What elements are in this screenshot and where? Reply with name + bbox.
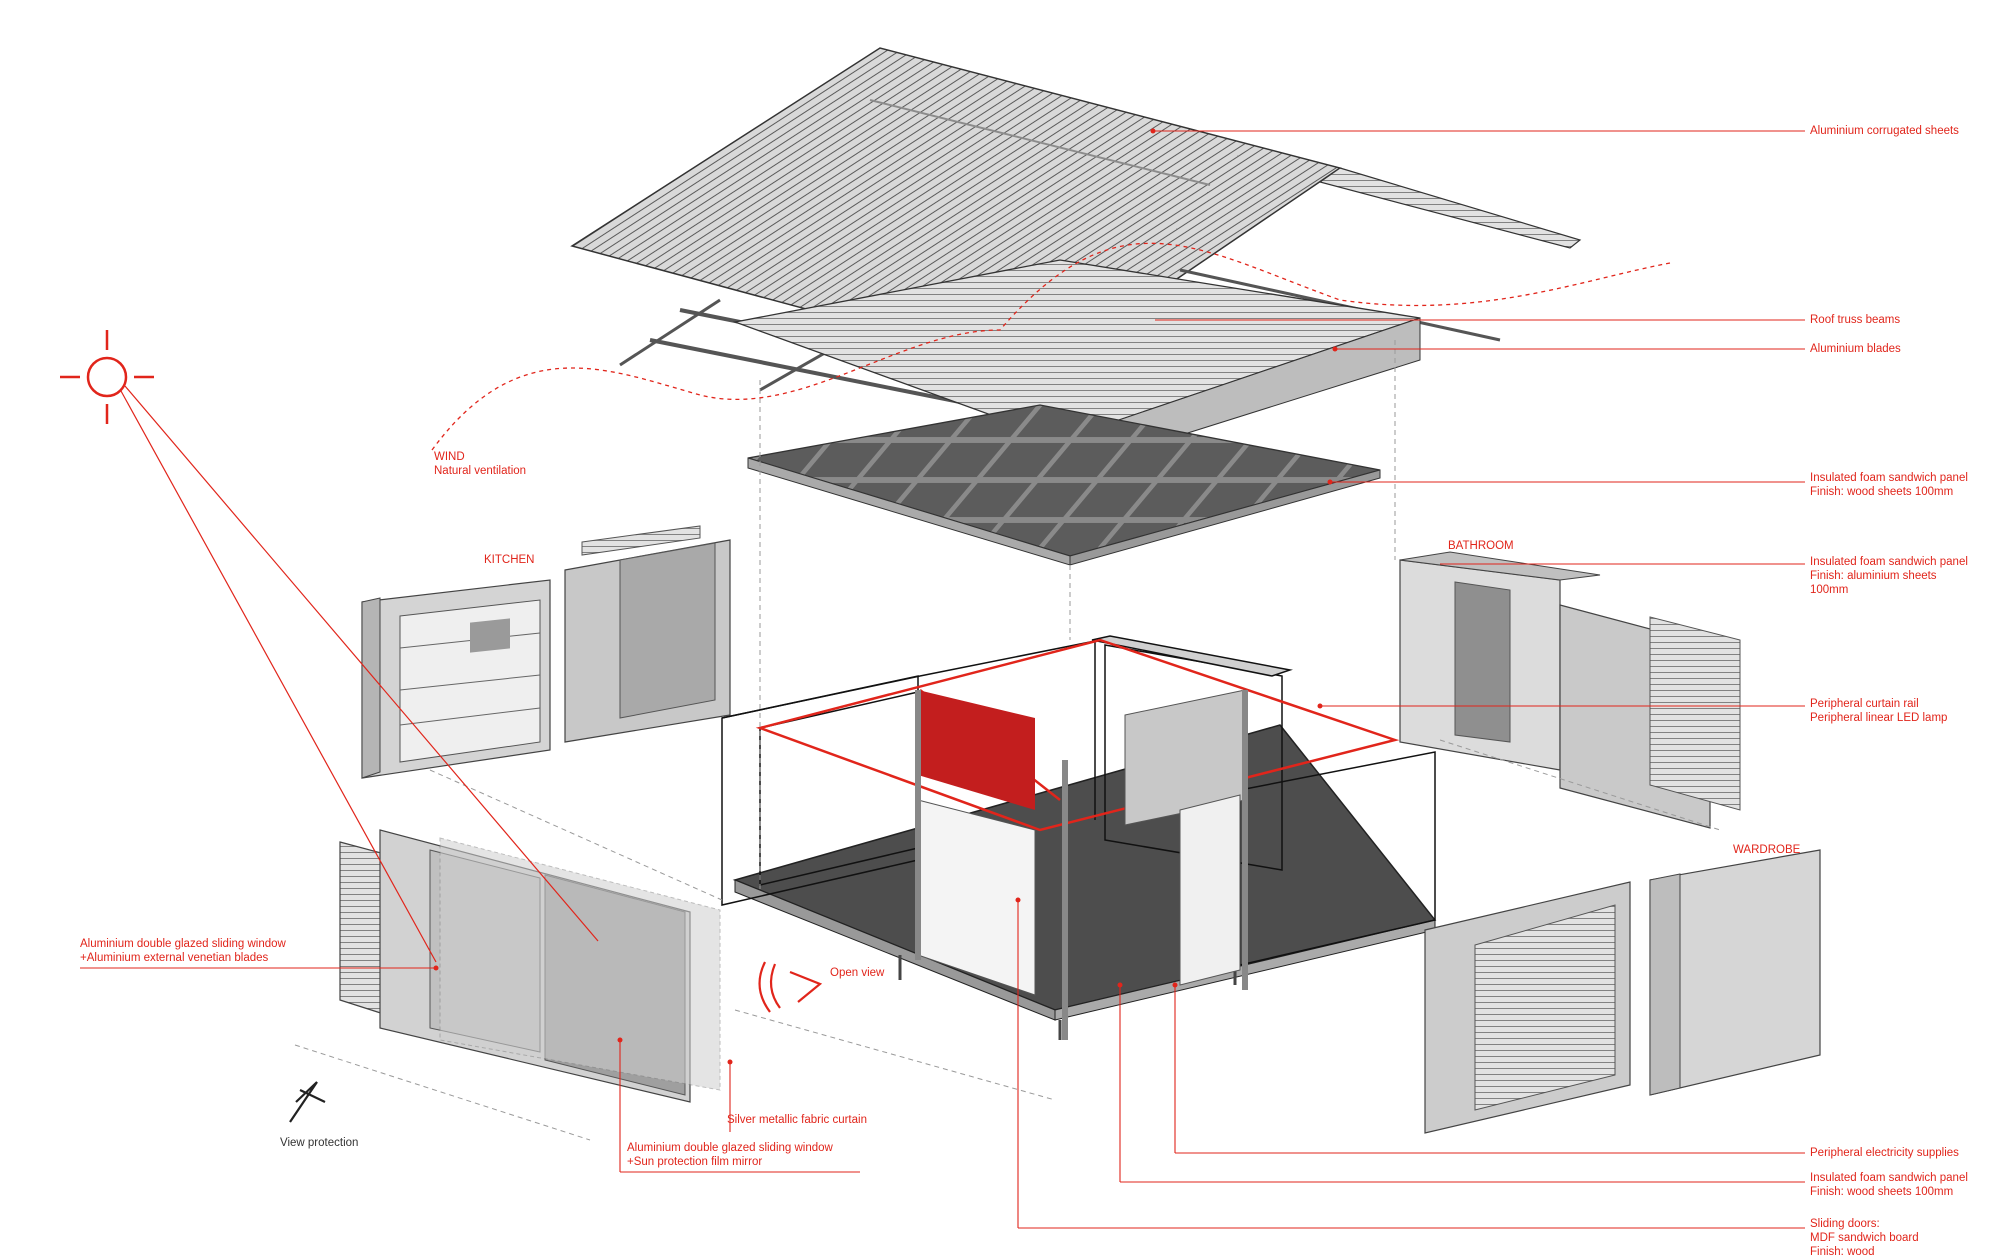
column-posts [915, 690, 1248, 1040]
label-wardrobe: WARDROBE [1733, 844, 1801, 856]
main-frame [721, 635, 1436, 966]
label-kitchen: KITCHEN [484, 554, 535, 566]
wardrobe-window-panel [1424, 881, 1631, 1134]
bathroom-module [1399, 551, 1601, 771]
label-electricity: Peripheral electricity supplies [1810, 1147, 1959, 1159]
label-roof-sheets: Aluminium corrugated sheets [1810, 125, 1959, 137]
label-open-view: Open view [830, 967, 885, 979]
partition-wall-red [918, 690, 1035, 810]
view-protection-eye-icon [289, 1081, 326, 1123]
label-roof-truss: Roof truss beams [1810, 314, 1901, 326]
sun-icon [60, 330, 154, 424]
label-alu-blades: Aluminium blades [1810, 343, 1901, 355]
label-bathroom: BATHROOM [1448, 540, 1514, 552]
open-view-eye-icon [758, 961, 823, 1013]
label-window-film: Aluminium double glazed sliding window+S… [627, 1142, 833, 1168]
kitchen-module [361, 579, 551, 779]
kitchen-window-panel [564, 525, 731, 743]
label-window-blades: Aluminium double glazed sliding window+A… [80, 938, 286, 964]
sun-rays [120, 385, 599, 963]
label-view-protection: View protection [280, 1137, 359, 1149]
fabric-curtain-panel [439, 837, 721, 1091]
sliding-door-panels [917, 689, 1246, 996]
alignment-guides [294, 340, 1721, 1141]
bathroom-window-panel [1559, 604, 1741, 829]
ceiling-sandwich-panel [747, 404, 1381, 566]
label-fabric-curtain: Silver metallic fabric curtain [727, 1114, 867, 1126]
wardrobe-module [1649, 849, 1821, 1096]
wind-path [431, 242, 1671, 451]
leader-lines [80, 130, 1805, 1229]
leader-dots [433, 128, 1338, 1065]
